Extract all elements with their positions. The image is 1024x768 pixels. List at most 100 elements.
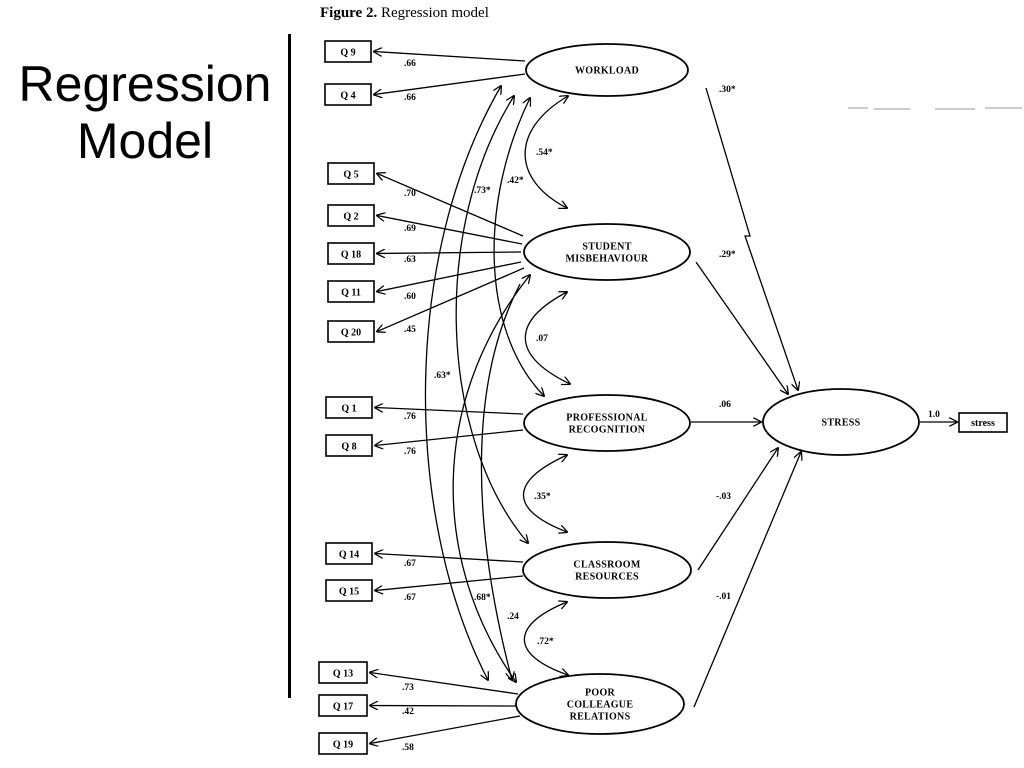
slide-title-line-1: Regression	[18, 56, 272, 112]
indicator-box-frame	[327, 204, 375, 227]
cov-workload-recognition: .42*	[507, 176, 524, 186]
path-coef-workload: .30*	[719, 85, 736, 95]
diagram-edges	[370, 52, 957, 744]
cov-workload-colleague: .63*	[434, 371, 451, 381]
loading-label: .73	[402, 683, 414, 693]
covariance-misbehaviour-colleague	[452, 275, 530, 682]
indicator-box-frame	[324, 40, 372, 63]
latent-resources-label: RESOURCES	[575, 572, 639, 583]
path-coef-misbehaviour: .29*	[719, 250, 736, 260]
scan-artifact-lines	[848, 107, 1022, 110]
indicator-box-frame	[327, 242, 375, 265]
loading-label: .60	[404, 292, 416, 302]
indicator-box-frame	[327, 162, 375, 185]
path-workload-to-stress	[705, 87, 798, 390]
latent-workload-label: WORKLOAD	[575, 66, 639, 77]
indicator-label: Q 1	[341, 404, 356, 415]
indicator-box: Q 17	[318, 694, 368, 717]
indicator-label: Q 17	[333, 702, 353, 713]
indicator-boxes: Q 9Q 4Q 5Q 2Q 18Q 11Q 20Q 1Q 8Q 14Q 15Q …	[318, 40, 1008, 755]
latent-recognition-label: PROFESSIONAL	[566, 413, 647, 424]
loading-arrow	[375, 408, 524, 415]
indicator-label: Q 2	[343, 212, 358, 223]
latent-colleague-ellipse	[515, 673, 685, 735]
indicator-box-frame	[325, 579, 373, 602]
indicator-label: Q 9	[340, 48, 355, 59]
loading-arrow	[377, 216, 523, 245]
loading-label: .76	[404, 412, 416, 422]
loading-arrow	[377, 252, 522, 254]
loading-arrow	[377, 261, 522, 292]
indicator-box-frame	[327, 280, 375, 303]
figure-caption: Figure 2. Regression model	[320, 5, 489, 21]
path-coef-resources: -.03	[716, 492, 731, 502]
covariance-misbehaviour-resources	[480, 283, 521, 680]
loading-arrow	[377, 267, 525, 332]
latent-colleague-label: COLLEAGUE	[567, 700, 634, 711]
indicator-box-frame	[325, 542, 373, 565]
indicator-box: Q 9	[324, 40, 372, 63]
indicator-box-frame	[324, 83, 372, 106]
indicator-label: Q 5	[343, 170, 358, 181]
latent-recognition-ellipse	[523, 394, 691, 452]
figure-caption-number: Figure 2.	[320, 5, 377, 21]
loading-label: .45	[404, 325, 416, 335]
loading-arrow	[370, 715, 521, 744]
coefficient-labels: .66.66.70.69.63.60.45.76.76.67.67.73.42.…	[402, 59, 940, 753]
latent-colleague-label: RELATIONS	[570, 712, 631, 723]
latent-misbehaviour-label: STUDENT	[582, 242, 631, 253]
loading-label: .66	[404, 93, 416, 103]
indicator-box: Q 19	[318, 732, 368, 755]
indicator-label: Q 15	[339, 587, 359, 598]
loading-label: .67	[404, 559, 416, 569]
latent-variables: WORKLOADSTUDENTMISBEHAVIOURPROFESSIONALR…	[515, 43, 920, 735]
latent-workload-ellipse	[525, 43, 689, 97]
indicator-box: Q 4	[324, 83, 372, 106]
indicator-box: Q 13	[318, 661, 368, 684]
slide-title-line-2: Model	[76, 113, 214, 169]
indicator-box: Q 15	[325, 579, 373, 602]
figure-caption-text: Regression model	[377, 5, 489, 21]
loading-arrow	[375, 554, 524, 563]
latent-workload: WORKLOAD	[525, 43, 689, 97]
loading-arrow	[370, 673, 519, 695]
stress-indicator-label: stress	[971, 418, 995, 429]
indicator-box-frame	[327, 320, 375, 343]
path-coef-colleague: -.01	[716, 592, 731, 602]
indicator-label: Q 8	[341, 442, 356, 453]
indicator-box: Q 1	[325, 396, 373, 419]
latent-stress-ellipse	[762, 388, 920, 456]
indicator-label: Q 18	[341, 250, 361, 261]
indicator-box-frame	[325, 434, 373, 457]
covariance-workload-resources	[455, 96, 528, 543]
loading-label: .76	[404, 447, 416, 457]
loading-arrow	[375, 429, 524, 446]
indicator-box: Q 14	[325, 542, 373, 565]
indicator-box-frame	[318, 694, 368, 717]
cov-misbehaviour-resources: .24	[507, 612, 519, 622]
indicator-label: Q 4	[340, 91, 355, 102]
cov-resources-colleague: .72*	[537, 637, 554, 647]
stress-indicator-frame	[958, 412, 1008, 433]
loading-label: .42	[402, 707, 414, 717]
loading-arrow	[374, 73, 526, 95]
latent-resources-ellipse	[522, 541, 692, 599]
stress-output-coef: 1.0	[928, 410, 940, 420]
indicator-box-frame	[318, 661, 368, 684]
indicator-box: Q 18	[327, 242, 375, 265]
indicator-box: Q 20	[327, 320, 375, 343]
path-colleague-to-stress	[693, 452, 801, 708]
stress-indicator-box: stress	[958, 412, 1008, 433]
indicator-box-frame	[325, 396, 373, 419]
loading-label: .58	[402, 743, 414, 753]
indicator-label: Q 19	[333, 740, 353, 751]
indicator-box: Q 8	[325, 434, 373, 457]
loading-arrow	[374, 52, 526, 62]
latent-stress: STRESS	[762, 388, 920, 456]
loading-label: .67	[404, 593, 416, 603]
loading-label: .66	[404, 59, 416, 69]
